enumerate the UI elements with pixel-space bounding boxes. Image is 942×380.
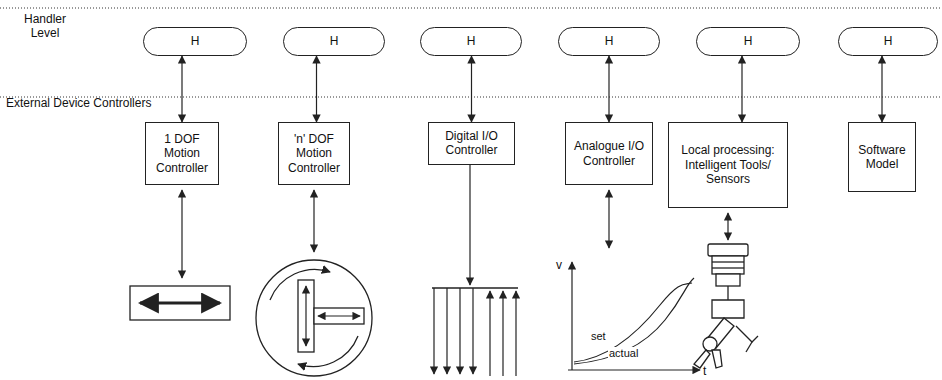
linear-axis [130, 286, 230, 320]
vertical-slide [298, 280, 314, 352]
level-divider [0, 8, 942, 9]
handler-link [741, 56, 742, 122]
digital-output [433, 288, 434, 374]
rotary-stage [256, 260, 372, 376]
analogue-io-controller-box: Analogue I/O Controller [565, 122, 653, 185]
curve-label: actual [608, 347, 639, 360]
level-label: External Device Controllers [6, 96, 151, 110]
handler-link [471, 56, 472, 122]
curve-label: set [590, 330, 607, 343]
digital-input [502, 291, 503, 376]
horizontal-slide [314, 308, 364, 324]
handler-box: H [838, 27, 938, 56]
slide-arrow [305, 286, 306, 346]
device-link [181, 190, 182, 278]
handler-label: H [744, 34, 753, 48]
handler-label: H [884, 34, 893, 48]
robot-gripper [694, 244, 758, 368]
digital-input [489, 291, 490, 376]
linear-motion-arrow [140, 302, 220, 305]
level-label: Handler Level [10, 12, 80, 41]
handler-label: H [330, 34, 339, 48]
digital-io-controller-box: Digital I/O Controller [428, 122, 515, 165]
handler-link [881, 56, 882, 122]
device-link [469, 165, 470, 285]
handler-label: H [605, 34, 614, 48]
handler-box: H [283, 27, 385, 56]
handler-label: H [191, 34, 200, 48]
motion-controller-box: 'n' DOF Motion Controller [278, 122, 350, 185]
digital-input [515, 291, 516, 376]
handler-box: H [558, 27, 660, 56]
digital-output [446, 288, 447, 374]
controller-label: Analogue I/O Controller [570, 139, 648, 168]
axis-label: t [703, 364, 706, 378]
device-link [313, 190, 314, 252]
handler-label: H [467, 34, 476, 48]
controller-label: 1 DOF Motion Controller [150, 132, 214, 175]
graph-axis [571, 262, 572, 370]
intelligent-tool-controller-box: Local processing: Intelligent Tools/ Sen… [668, 122, 788, 208]
digital-output [472, 288, 473, 374]
software-model-box: Software Model [848, 122, 916, 192]
motion-controller-box: 1 DOF Motion Controller [145, 122, 219, 185]
handler-link [181, 56, 182, 122]
set-curve [574, 283, 692, 362]
handler-box: H [420, 27, 522, 56]
handler-link [608, 56, 609, 122]
actual-curve [574, 278, 694, 364]
handler-box: H [143, 27, 247, 56]
slide-arrow [318, 315, 360, 316]
controller-label: 'n' DOF Motion Controller [283, 132, 345, 175]
graph-axis [568, 369, 700, 370]
controller-label: Software Model [853, 143, 911, 172]
axis-label: v [556, 258, 562, 272]
handler-box: H [696, 27, 800, 56]
device-link [608, 190, 609, 248]
device-link [727, 213, 728, 240]
handler-link [316, 56, 317, 122]
digital-output [459, 288, 460, 374]
io-bus [432, 287, 518, 288]
controller-label: Digital I/O Controller [433, 129, 510, 158]
controller-label: Local processing: Intelligent Tools/ Sen… [673, 143, 783, 186]
